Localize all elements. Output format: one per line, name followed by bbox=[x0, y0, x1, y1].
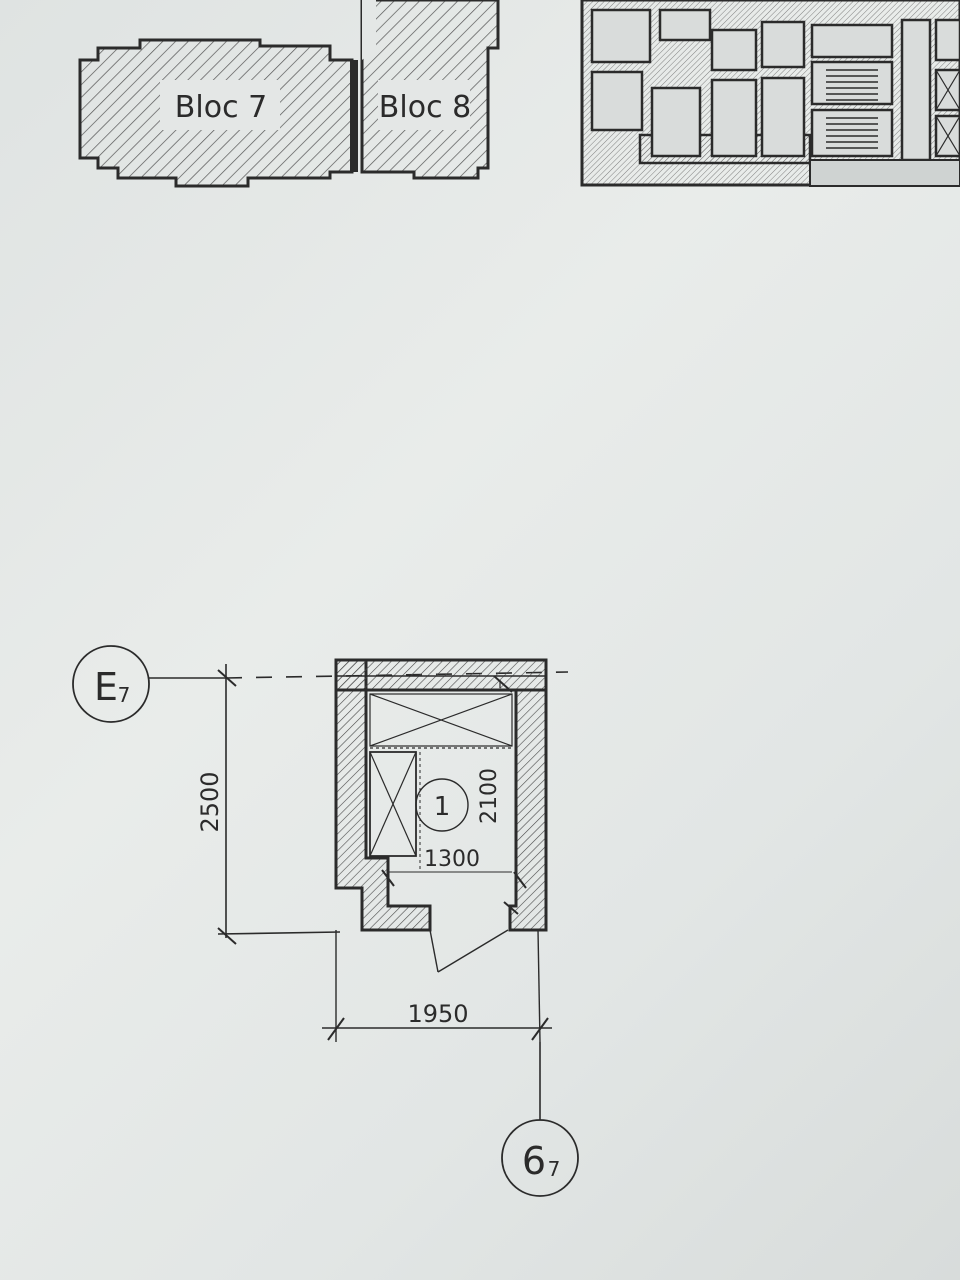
room-number: 1 bbox=[434, 792, 451, 822]
dimension-cabin-depth: 2100 bbox=[477, 675, 513, 824]
dimension-shaft-width: 1950 bbox=[322, 929, 552, 1043]
elevator-shaft-plan: E 7 2500 bbox=[72, 645, 579, 1197]
dim-shaft-depth-label: 2500 bbox=[196, 771, 224, 832]
bloc-8-footprint: Bloc 8 bbox=[350, 0, 500, 180]
dimension-cabin-width: 1300 bbox=[381, 847, 527, 915]
left-wall bbox=[334, 658, 432, 932]
bloc-7-footprint: Bloc 7 bbox=[78, 38, 354, 188]
bloc-7-label: Bloc 7 bbox=[175, 90, 267, 125]
axis-6-letter: 6 bbox=[522, 1139, 546, 1183]
axis-e-subscript: 7 bbox=[118, 683, 131, 707]
axis-6-bubble: 6 7 bbox=[501, 1119, 579, 1197]
dim-cabin-width-label: 1300 bbox=[424, 847, 480, 872]
elevator-cabin bbox=[388, 752, 512, 873]
axis-e-bubble: E 7 bbox=[72, 645, 150, 723]
adjacent-building-plan bbox=[580, 0, 960, 187]
guide-rail-zone bbox=[369, 751, 417, 857]
bloc-8-label: Bloc 8 bbox=[379, 90, 471, 125]
counterweight-zone bbox=[369, 693, 513, 749]
dim-shaft-width-label: 1950 bbox=[407, 1000, 468, 1028]
dimension-shaft-depth: 2500 bbox=[196, 664, 341, 945]
shaft-door bbox=[429, 929, 509, 973]
axis-e-letter: E bbox=[94, 665, 118, 709]
top-wall bbox=[334, 658, 548, 692]
dim-cabin-depth-label: 2100 bbox=[477, 768, 502, 824]
room-number-bubble: 1 bbox=[415, 778, 469, 832]
axis-6-subscript: 7 bbox=[548, 1157, 561, 1181]
